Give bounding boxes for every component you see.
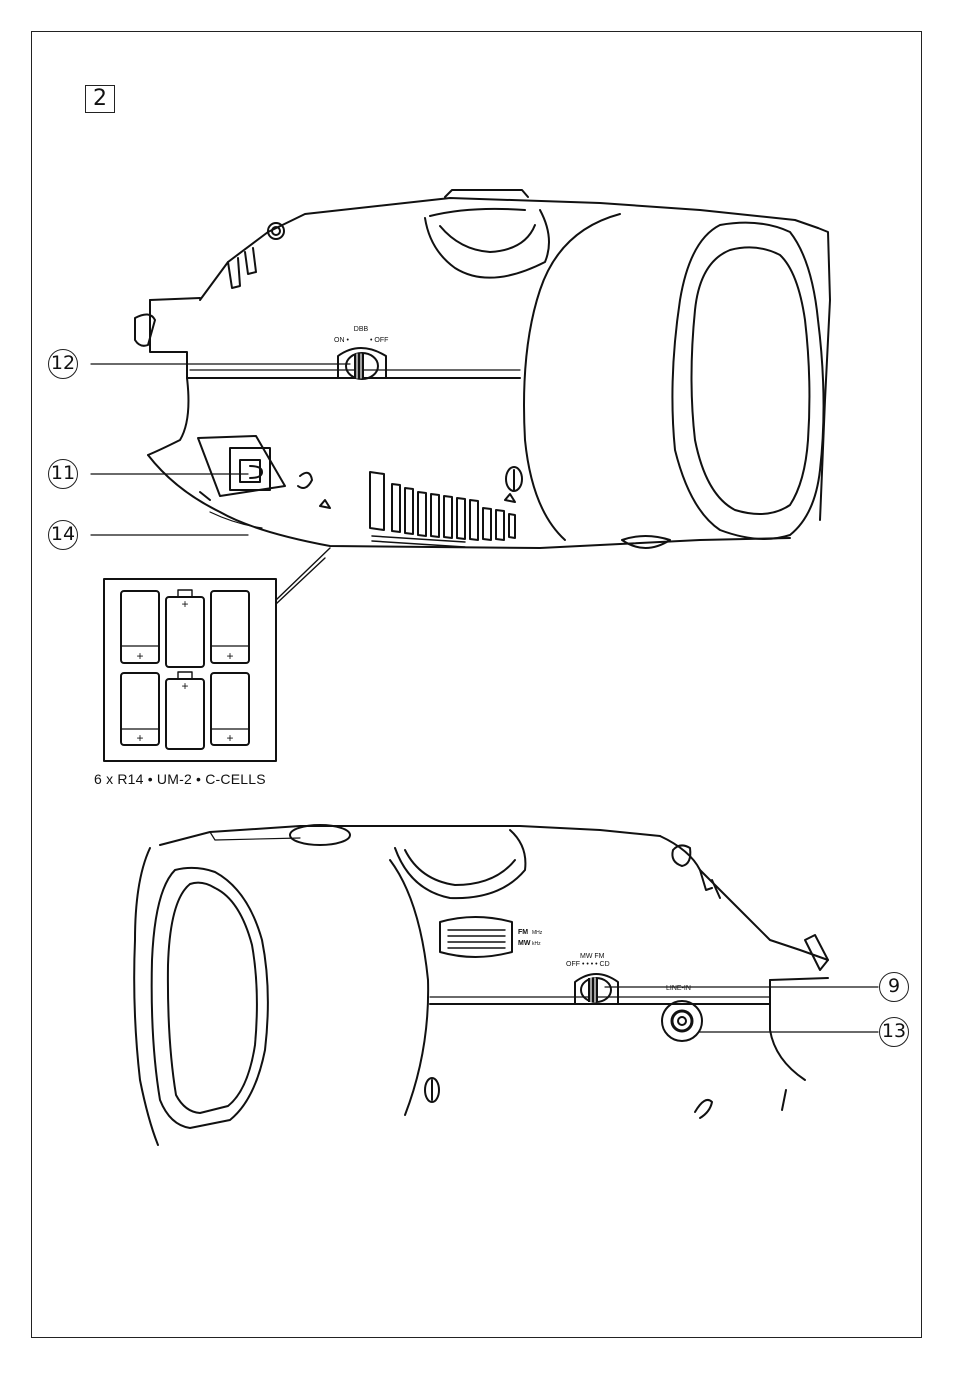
page-frame (31, 31, 922, 1338)
bottom-labels: FM MHz MW kHz MW FM OFF • • • • CD LINE-… (518, 929, 691, 992)
band-fm-label: FM (518, 929, 528, 936)
selector-top-label: MW FM (580, 953, 605, 960)
battery-cell (210, 672, 250, 746)
dbb-on-label: ON • (334, 337, 349, 344)
top-leader-lines (90, 363, 351, 536)
battery-plus: + (136, 649, 143, 663)
battery-plus: + (181, 679, 188, 693)
band-mw-unit: kHz (532, 941, 541, 947)
callout-source-selector: 9 (879, 972, 909, 1002)
battery-plus: + (226, 731, 233, 745)
battery-caption: 6 x R14 • UM-2 • C-CELLS (94, 771, 266, 787)
battery-plus: + (136, 731, 143, 745)
top-device-body (134, 189, 831, 549)
band-mw-label: MW (518, 940, 531, 947)
selector-bottom-label: OFF • • • • CD (566, 961, 610, 968)
battery-cell (120, 590, 160, 664)
battery-inset (103, 547, 331, 762)
battery-plus: + (181, 597, 188, 611)
band-fm-unit: MHz (532, 930, 543, 936)
callout-line-in: 13 (879, 1017, 909, 1047)
battery-plus: + (226, 649, 233, 663)
bottom-device-body (133, 824, 829, 1146)
callout-dbb: 12 (48, 349, 78, 379)
bottom-leader-lines (604, 986, 879, 1033)
battery-cell (210, 590, 250, 664)
dbb-labels: DBB ON • • OFF (334, 326, 388, 344)
line-in-label: LINE-IN (666, 985, 691, 992)
battery-cell (120, 672, 160, 746)
figure-number: 2 (85, 85, 115, 113)
dbb-off-label: • OFF (370, 337, 388, 344)
callout-dc-in: 11 (48, 459, 78, 489)
callout-battery-door: 14 (48, 520, 78, 550)
dbb-title: DBB (354, 326, 369, 333)
battery-plus-signs: + + + + + + (136, 597, 233, 745)
